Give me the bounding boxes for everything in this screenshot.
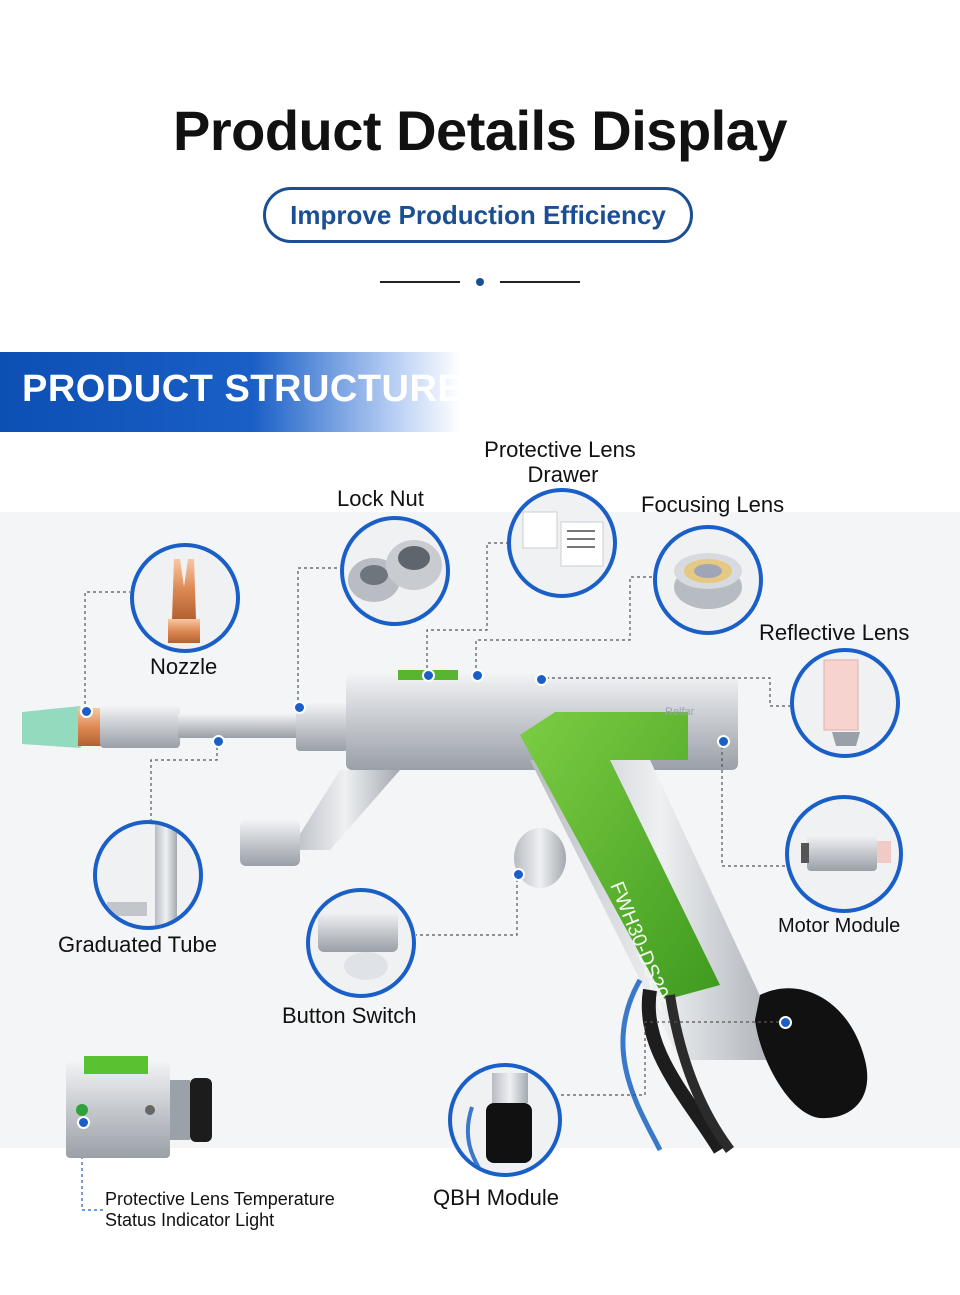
page-title: Product Details Display — [172, 99, 788, 162]
motor-module-detail-circle — [785, 795, 903, 913]
reflective-lens-label: Reflective Lens — [759, 620, 910, 645]
focusing-lens-detail-circle — [653, 525, 763, 635]
focusing-lens-dot — [471, 669, 484, 682]
lock-nut-dot — [293, 701, 306, 714]
button-switch-thumbnail — [318, 912, 398, 980]
section-banner — [0, 352, 460, 432]
subtitle-pill: Improve Production Efficiency — [263, 187, 693, 243]
graduated-tube-dot — [212, 735, 225, 748]
divider-right — [500, 281, 580, 283]
reflective-lens-thumbnail — [823, 659, 860, 746]
indicator-label-2: Status Indicator Light — [105, 1210, 275, 1230]
qbh-module-dot — [779, 1016, 792, 1029]
section-banner-title: PRODUCT STRUCTURE — [22, 368, 464, 410]
focusing-lens-thumbnail — [674, 553, 742, 609]
graduated-tube-detail-circle — [93, 820, 203, 930]
graduated-tube-label: Graduated Tube — [58, 932, 218, 957]
qbh-module-thumbnail — [465, 1073, 532, 1173]
divider-dot — [476, 278, 484, 286]
focusing-lens-label: Focusing Lens — [641, 492, 785, 517]
protective-lens-drawer-detail-circle — [507, 488, 617, 598]
protective-lens-drawer-thumbnail — [522, 511, 604, 567]
reflective-lens-detail-circle — [790, 648, 900, 758]
indicator-label-1: Protective Lens Temperature — [105, 1189, 335, 1209]
brand-text: Relfar — [665, 706, 695, 718]
button-switch-detail-circle — [306, 888, 416, 998]
lock-nut-detail-circle — [340, 516, 450, 626]
nozzle-thumbnail — [168, 559, 200, 643]
protective-lens-drawer-dot — [422, 669, 435, 682]
lock-nut-label: Lock Nut — [337, 486, 424, 511]
protective-lens-drawer-label-2: Drawer — [527, 462, 599, 487]
button-switch-dot — [512, 868, 525, 881]
nozzle-label: Nozzle — [150, 654, 218, 679]
motor-module-thumbnail — [801, 835, 891, 871]
indicator-dot — [77, 1116, 90, 1129]
reflective-lens-dot — [535, 673, 548, 686]
motor-module-dot — [717, 735, 730, 748]
lock-nut-thumbnail — [348, 540, 442, 602]
indicator-inset-illustration — [66, 1056, 212, 1158]
divider-left — [380, 281, 460, 283]
protective-lens-drawer-label-1: Protective Lens — [484, 437, 636, 462]
motor-module-label: Motor Module — [778, 915, 901, 937]
button-switch-label: Button Switch — [282, 1003, 417, 1028]
nozzle-detail-circle — [130, 543, 240, 653]
graduated-tube-thumbnail — [107, 824, 177, 926]
qbh-module-detail-circle — [448, 1063, 562, 1177]
qbh-module-label: QBH Module — [433, 1185, 559, 1210]
nozzle-dot — [80, 705, 93, 718]
